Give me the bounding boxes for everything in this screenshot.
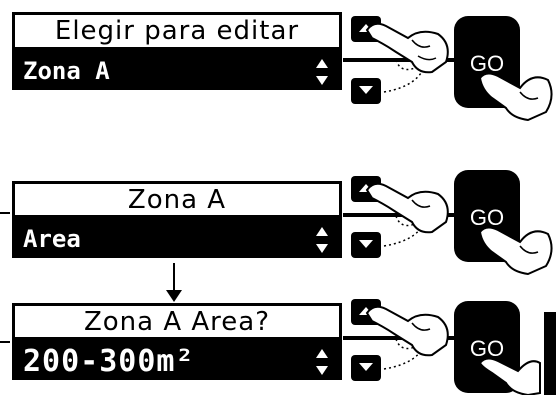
hand-icon — [478, 226, 553, 276]
scroll-arrows-icon — [316, 59, 328, 85]
hand-icon — [365, 305, 449, 357]
down-arrow-icon — [166, 263, 182, 302]
lcd-value: Zona A — [12, 47, 342, 90]
lcd-value: 200-300m² — [12, 337, 342, 380]
scroll-arrows-icon — [316, 227, 328, 253]
lcd-value: Area — [12, 215, 342, 258]
connector-tick — [0, 341, 10, 343]
lcd-value-text: Area — [23, 225, 81, 253]
down-button[interactable] — [351, 232, 381, 258]
go-label: GO — [470, 51, 504, 76]
hand-icon — [365, 182, 449, 234]
down-button[interactable] — [351, 355, 381, 381]
lcd-value-text: 200-300m² — [23, 344, 195, 379]
lcd-title: Elegir para editar — [12, 12, 342, 47]
connector-tick — [0, 212, 10, 214]
down-button[interactable] — [351, 78, 381, 104]
hand-icon — [365, 22, 449, 74]
lcd-title: Zona A Area? — [12, 303, 342, 338]
hand-icon — [478, 357, 541, 395]
scroll-arrows-icon — [316, 349, 328, 375]
lcd-title: Zona A — [12, 181, 342, 216]
hand-icon — [478, 72, 553, 122]
edge-bar — [544, 312, 556, 395]
lcd-value-text: Zona A — [23, 57, 110, 85]
go-label: GO — [470, 205, 504, 230]
go-label: GO — [470, 336, 504, 361]
